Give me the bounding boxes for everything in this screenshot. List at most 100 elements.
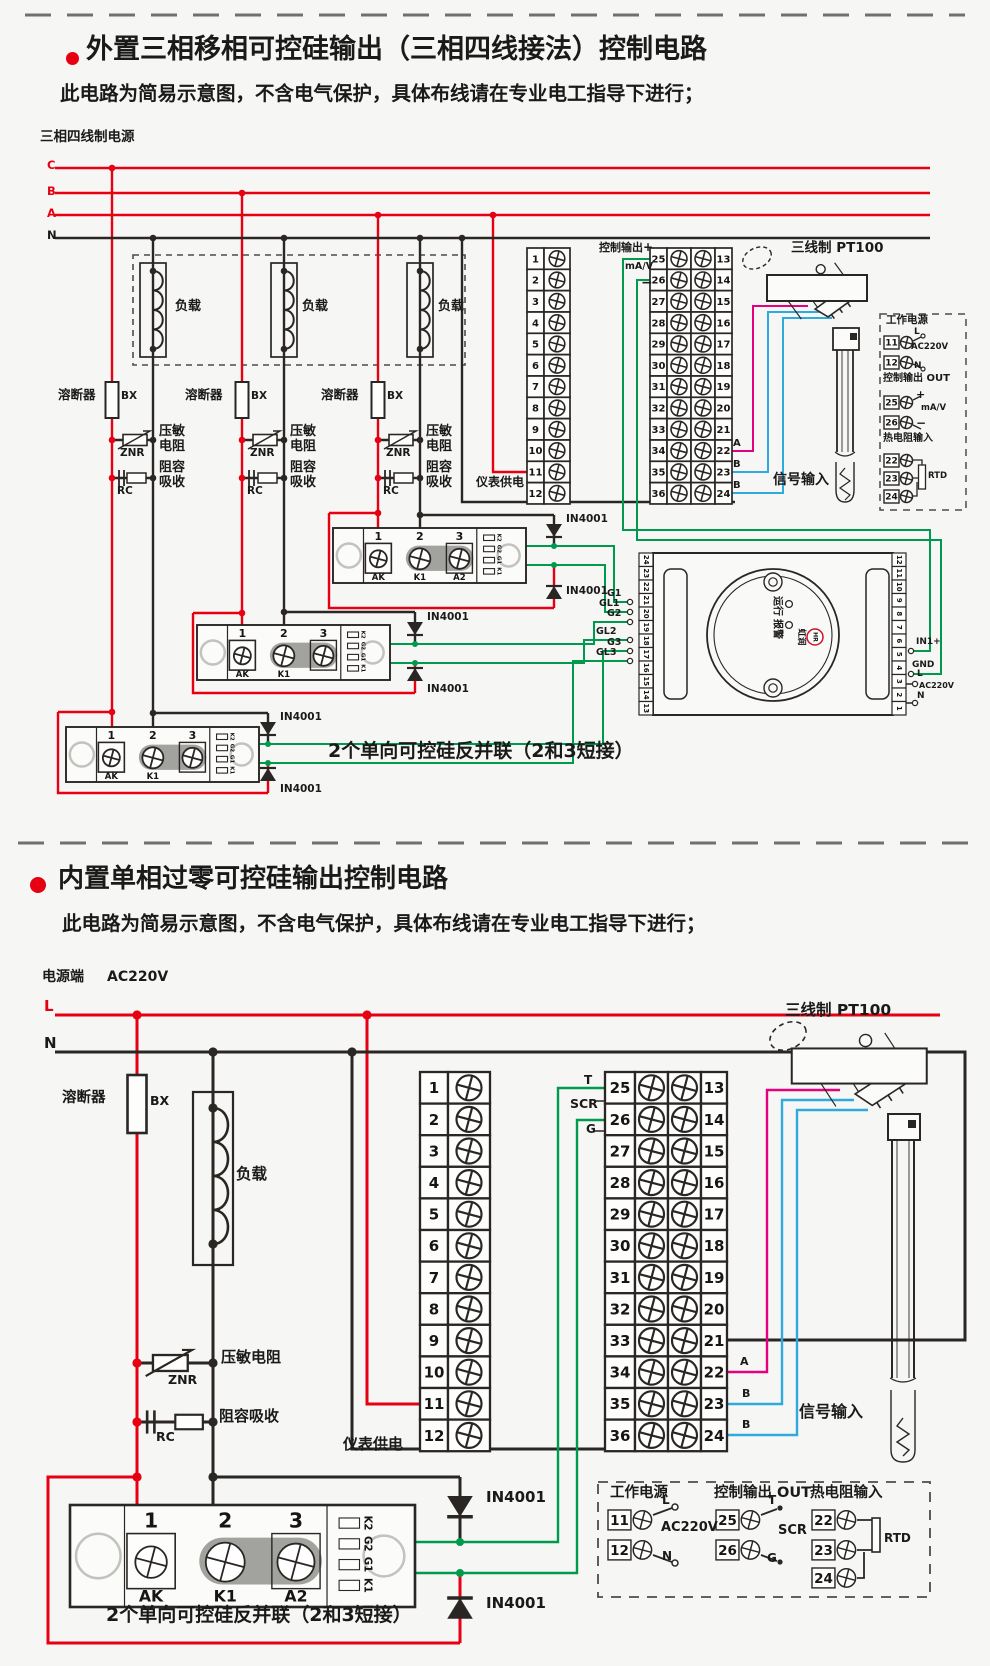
znr-label-3: ZNR	[386, 447, 411, 459]
screw-terminal	[455, 1263, 483, 1291]
svg-text:20: 20	[642, 609, 650, 619]
s2-meter-supply-label: 仪表供电	[343, 1435, 404, 1453]
svg-text:24: 24	[642, 555, 650, 565]
s2-pt100-label: 三线制 PT100	[785, 1001, 892, 1019]
info1-n: N	[914, 361, 922, 371]
screw-terminal	[548, 378, 566, 396]
screw-terminal	[694, 249, 712, 268]
svg-text:30: 30	[652, 361, 666, 372]
svg-text:K1: K1	[360, 664, 366, 672]
svg-text:25: 25	[652, 254, 666, 265]
svg-text:6: 6	[895, 638, 903, 643]
screw-terminal	[670, 1105, 699, 1133]
s2-t-label: T	[584, 1073, 593, 1087]
info2-t: T	[768, 1493, 777, 1507]
svg-text:34: 34	[652, 446, 666, 457]
svg-text:36: 36	[652, 489, 666, 500]
svg-text:虹润: 虹润	[796, 628, 807, 646]
svg-text:12: 12	[895, 555, 903, 565]
svg-text:9: 9	[895, 598, 903, 603]
screw-terminal	[694, 441, 712, 460]
svg-text:24: 24	[704, 1427, 725, 1445]
screw-terminal	[548, 399, 566, 417]
s2-scr-label: SCR	[570, 1096, 598, 1111]
s2-power-value: AC220V	[107, 969, 169, 985]
svg-text:32: 32	[652, 404, 666, 415]
screw-terminal	[637, 1421, 666, 1449]
svg-text:17: 17	[704, 1206, 725, 1224]
svg-text:22: 22	[814, 1513, 833, 1529]
svg-text:AK: AK	[372, 573, 386, 583]
svg-text:2: 2	[280, 627, 288, 640]
svg-text:23: 23	[885, 475, 898, 485]
bx-label-4: BX	[150, 1093, 170, 1108]
svg-text:1: 1	[239, 627, 247, 640]
screw-terminal	[548, 314, 566, 332]
svg-text:31: 31	[652, 382, 666, 393]
bx-label-3: BX	[387, 390, 404, 402]
s2-sig-a: A	[740, 1355, 749, 1368]
varistor-label-4: 压敏电阻	[221, 1348, 282, 1366]
screw-terminal	[670, 399, 688, 417]
svg-text:5: 5	[895, 652, 903, 657]
screw-terminal	[670, 1390, 699, 1418]
screw-terminal	[670, 463, 688, 481]
svg-text:26: 26	[885, 419, 898, 429]
svg-text:21: 21	[704, 1332, 725, 1350]
svg-text:14: 14	[717, 276, 731, 287]
varistor-label-1: 压敏电阻	[159, 424, 186, 454]
screw-terminal	[694, 356, 712, 375]
svg-text:22: 22	[885, 457, 898, 467]
rc-code-3: RC	[383, 485, 399, 497]
svg-text:26: 26	[610, 1111, 631, 1129]
svg-text:3: 3	[456, 530, 464, 543]
svg-text:10: 10	[424, 1364, 445, 1382]
svg-text:3: 3	[429, 1142, 439, 1160]
svg-text:K1: K1	[278, 670, 291, 680]
svg-text:AK: AK	[236, 670, 250, 680]
svg-text:16: 16	[704, 1174, 725, 1192]
section2-bullet-icon	[30, 877, 46, 893]
svg-text:G2: G2	[360, 642, 366, 651]
screw-terminal	[448, 547, 471, 570]
screw-terminal	[670, 356, 688, 375]
svg-text:4: 4	[532, 318, 539, 329]
svg-text:1: 1	[429, 1079, 439, 1097]
svg-text:7: 7	[895, 625, 903, 630]
svg-text:20: 20	[717, 404, 731, 415]
screw-terminal	[694, 463, 712, 481]
load-label-1: 负载	[175, 299, 202, 314]
section1-bullet-icon	[66, 52, 79, 65]
svg-text:22: 22	[717, 446, 731, 457]
svg-text:15: 15	[717, 297, 731, 308]
screw-terminal	[694, 292, 712, 311]
svg-text:A2: A2	[453, 573, 466, 583]
trigger-n-label: N	[917, 691, 925, 701]
screw-terminal	[632, 1540, 653, 1560]
section2-title: 内置单相过零可控硅输出控制电路	[58, 864, 449, 894]
svg-text:24: 24	[885, 493, 898, 503]
svg-text:2: 2	[429, 1111, 439, 1129]
svg-text:10: 10	[529, 446, 543, 457]
svg-text:36: 36	[610, 1427, 631, 1445]
svg-text:K2: K2	[360, 631, 366, 639]
svg-text:14: 14	[704, 1111, 725, 1129]
svg-text:27: 27	[652, 297, 666, 308]
screw-terminal	[548, 463, 566, 481]
screw-terminal	[548, 335, 566, 353]
svg-text:2: 2	[416, 530, 424, 543]
screw-terminal	[836, 1568, 857, 1588]
svg-text:2: 2	[532, 276, 539, 287]
s2-sig-b1: B	[742, 1387, 751, 1400]
svg-text:35: 35	[652, 468, 666, 479]
screw-terminal	[548, 250, 566, 268]
svg-text:12: 12	[610, 1543, 629, 1559]
trigger-gnd-label: GND	[912, 660, 935, 670]
s1-sig-a: A	[733, 438, 741, 449]
diode-label-5: IN4001	[280, 711, 322, 723]
svg-text:AK: AK	[105, 772, 119, 782]
